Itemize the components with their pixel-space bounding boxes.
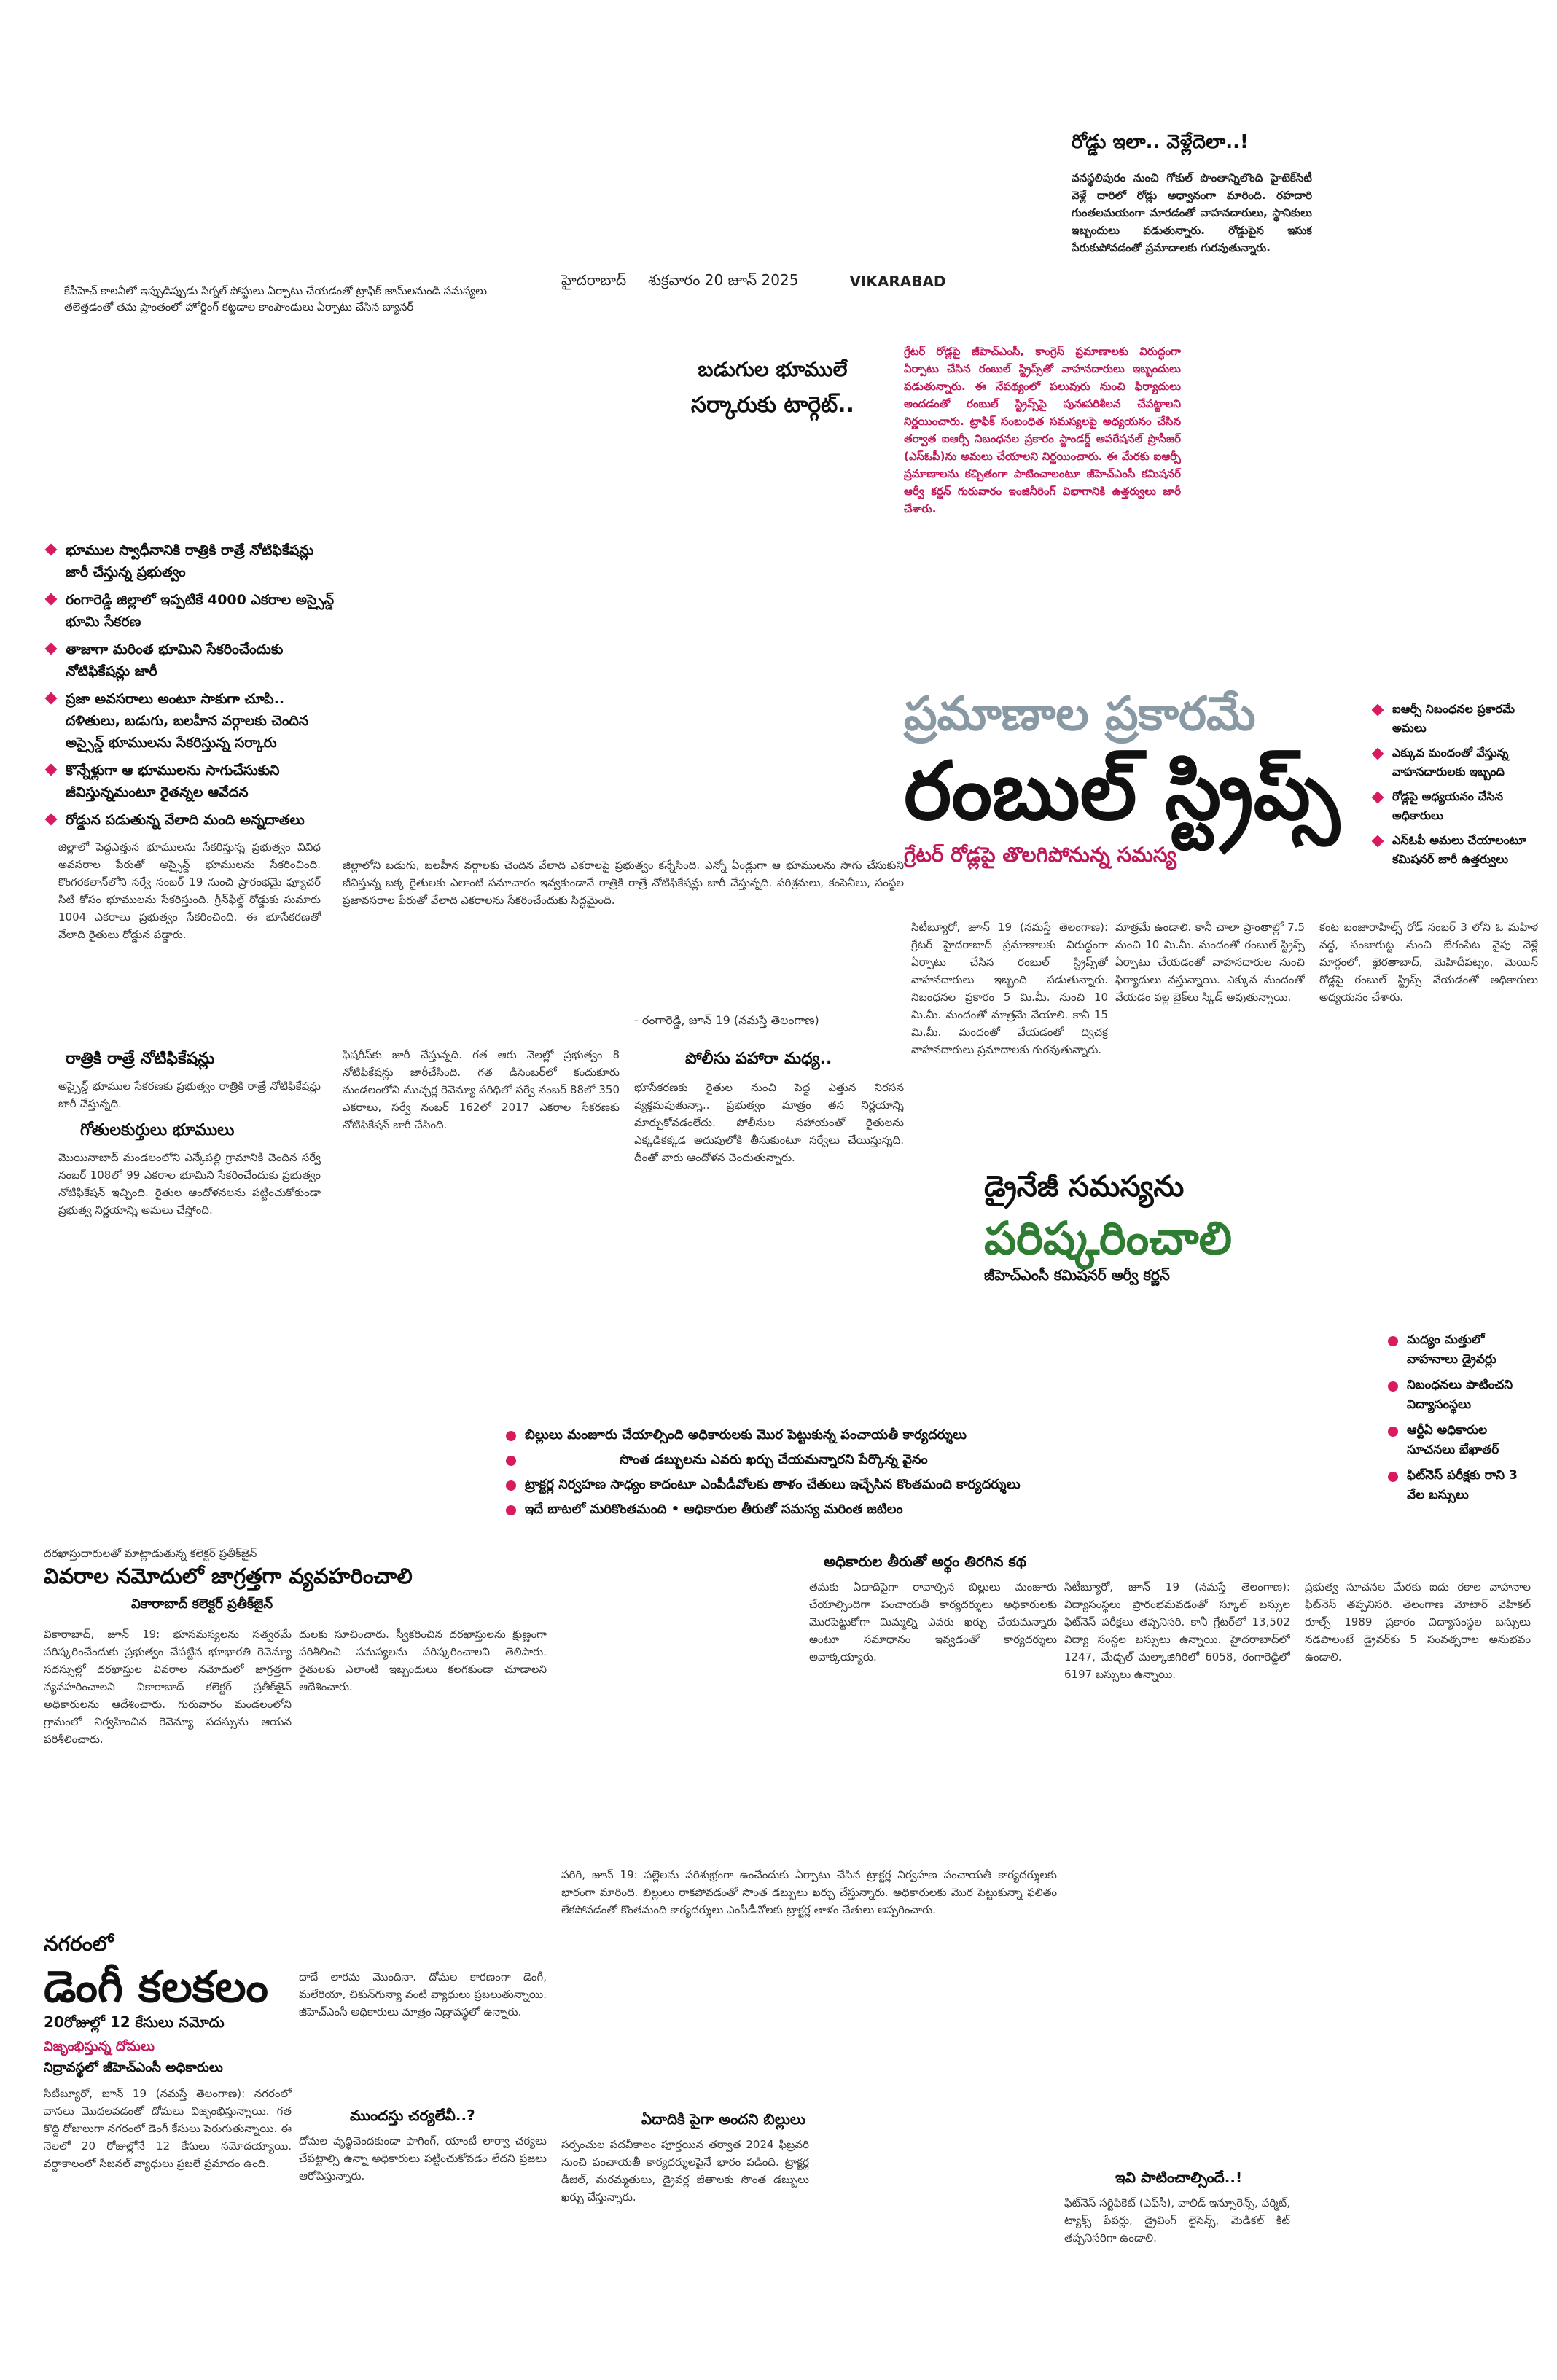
bus-col3: ఫిట్‌నెస్ సర్టిఫికెట్ (ఎఫ్‌సీ), వాలిడ్ ఇ… <box>1064 2196 1290 2244</box>
drunk-bullet: నిబంధనలు పాటించని విద్యాసంస్థలు <box>1385 1376 1531 1415</box>
header-district: VIKARABAD <box>849 273 946 290</box>
rumble-kicker: ప్రమాణాల ప్రకారమే <box>904 687 1256 741</box>
rumble-deck: గ్రేటర్ రోడ్లపై తొలగిపోనున్న సమస్య <box>904 843 1177 867</box>
land-bullet: ప్రజా అవసరాలు అంటూ సాకుగా చూపి.. దళితులు… <box>44 688 335 754</box>
pay-bullet: ట్రాక్టర్ల నిర్వహణ సాధ్యం కాదంటూ ఎంపీడీవ… <box>503 1475 1378 1495</box>
header-date: శుక్రవారం 20 జూన్ 2025 <box>648 270 799 289</box>
dengue-block: నగరంలో డెంగీ కలకలం 20రోజుల్లో 12 కేసులు … <box>44 1932 292 2078</box>
collector-headline: వివరాల నమోదులో జాగ్రత్తగా వ్యవహరించాలి <box>44 1564 413 1588</box>
drunk-bullets: మద్యం మత్తులో వాహనాలు డ్రైవర్లు నిబంధనలు… <box>1385 1330 1531 1511</box>
land-bullet: తాజాగా మరింత భూమిని సేకరించేందుకు నోటిఫి… <box>44 639 335 682</box>
drain-deck: జీహెచ్ఎంసీ కమిషనర్ ఆర్వీ కర్ణన్ <box>984 1266 1170 1284</box>
pay-bullet: ఇదే బాటలో మరికొంతమంది • అధికారుల తీరుతో … <box>503 1499 1378 1520</box>
top-caption-line1: కేపీహెచ్ కాలనీలో ఇప్పుడిప్పుడు సిగ్నల్ ప… <box>64 284 488 297</box>
roads-box: రోడ్డు ఇలా.. వెళ్లేదెలా..! వనస్థలిపురం న… <box>1072 131 1312 328</box>
police-head: పోలీసు పహారా మధ్య.. <box>685 1050 832 1068</box>
village-story-head: అధికారుల తీరుతో అర్థం తిరగిన కథ <box>824 1553 1026 1570</box>
land-bullet: భూముల స్వాధీనానికి రాత్రికి రాత్రే నోటిఫ… <box>44 539 335 583</box>
drunk-bullet: ఆర్టీఏ అధికారుల సూచనలు బేఖాతర్ <box>1385 1421 1531 1460</box>
collector-deck: వికారాబాద్ కలెక్టర్ ప్రతీక్‌జైన్ <box>131 1596 273 1612</box>
land-bullet: రంగారెడ్డి జిల్లాలో ఇప్పటికే 4000 ఎకరాల … <box>44 589 335 633</box>
land-bullet: కొన్నేళ్లుగా ఆ భూములను సాగుచేసుకుని జీవి… <box>44 760 335 803</box>
bus-col1: సిటీబ్యూరో, జూన్ 19 (నమస్తే తెలంగాణ): వి… <box>1064 1580 1290 1681</box>
drain-headline: పరిష్కరించాలి <box>984 1212 1233 1265</box>
land-headline: సర్కారుకు టార్గెట్.. <box>691 392 854 418</box>
village-sub: ఏదాదికి పైగా అందని బిల్లులు <box>641 2110 806 2128</box>
rumble-col1: సిటీబ్యూరో, జూన్ 19 (నమస్తే తెలంగాణ): గ్… <box>911 921 1108 1056</box>
top-caption-line2: తలెత్తడంతో తమ ప్రాంతంలో హోర్డింగ్ కట్టడా… <box>64 300 414 313</box>
land-bullet: రోడ్డున పడుతున్న వేలాది మంది అన్నదాతలు <box>44 809 335 831</box>
drunk-bullet: మద్యం మత్తులో వాహనాలు డ్రైవర్లు <box>1385 1330 1531 1370</box>
village-col2: సర్పంచుల పదవీకాలం పూర్తయిన తర్వాత 2024 ఫ… <box>561 2138 809 2204</box>
village-col3: తమకు ఏదాదిపైగా రావాల్సిన బిల్లులు మంజూరు… <box>809 1580 1057 1663</box>
dengue-headline: డెంగీ కలకలం <box>44 1962 268 2013</box>
roads-box-title: రోడ్డు ఇలా.. వెళ్లేదెలా..! <box>1072 131 1249 153</box>
collector-col1: వికారాబాద్, జూన్ 19: భూసమస్యలను సత్వరమే … <box>44 1628 292 1746</box>
rumble-col2: మాత్రమే ఉండాలి. కానీ చాలా ప్రాంతాల్లో 7.… <box>1115 921 1305 1004</box>
roads-box-body: వనస్థలిపురం నుంచి గోకుల్ పొంతాన్నిలొంది … <box>1072 171 1312 254</box>
dengue-col2: దాదే లారమ మొందినా. దోమల కారణంగా డెంగీ, మ… <box>299 1970 547 2018</box>
pay-bullets: బిల్లులు మంజూరు చేయాల్సింది అధికారులకు మ… <box>503 1425 1378 1526</box>
rumble-headline: రంబుల్ స్ట్రిప్స్ <box>904 744 1340 838</box>
drunk-bullet: ఫిట్‌నెస్ పరీక్షకు రాని 3 వేల బస్సులు <box>1385 1466 1531 1505</box>
land-sub2: గోతులకుర్తులు భూములు <box>80 1121 235 1139</box>
dengue-kicker: నగరంలో <box>44 1932 114 1956</box>
pay-bullet: బిల్లులు మంజూరు చేయాల్సింది అధికారులకు మ… <box>503 1425 1378 1445</box>
land-col3: భూసేకరణకు రైతుల నుంచి పెద్ద ఎత్తున నిరసన… <box>634 1081 904 1164</box>
land-byline: - రంగారెడ్డి, జూన్ 19 (నమస్తే తెలంగాణ) <box>634 1013 819 1027</box>
dengue-sub: విజృంభిస్తున్న దోమలు <box>44 2039 155 2054</box>
rumble-info: గ్రేటర్ రోడ్లపై జీహెచ్ఎంసీ, కాంగ్రెస్ ప్… <box>904 345 1181 515</box>
dengue-sub3: ముందస్తు చర్యలేవీ..? <box>350 2107 475 2124</box>
collector-kicker: దరఖాస్తుదారులతో మాట్లాడుతున్న కలెక్టర్ ప… <box>44 1547 257 1560</box>
land-col2: జిల్లాలోని బడుగు, బలహీన వర్గాలకు చెందిన … <box>343 859 904 907</box>
bus-col2: ప్రభుత్వ సూచనల మేరకు ఐదు రకాల వాహనాల ఫిట… <box>1305 1580 1531 1663</box>
rumble-bullet: ఎక్కువ మందంతో వేస్తున్న వాహనదారులకు ఇబ్బ… <box>1370 744 1531 781</box>
top-photo-caption: కేపీహెచ్ కాలనీలో ఇప్పుడిప్పుడు సిగ్నల్ ప… <box>64 283 523 315</box>
rumble-bullet: రోడ్లపై అధ్యయనం చేసిన అధికారులు <box>1370 787 1531 825</box>
dengue-deck: 20రోజుల్లో 12 కేసులు నమోదు <box>44 2013 225 2031</box>
rumble-bullet: ఐఆర్సీ నిబంధనల ప్రకారమే అమలు <box>1370 700 1531 738</box>
land-col1b: అస్సైన్డ్ భూముల సేకరణకు ప్రభుత్వం రాత్రి… <box>58 1080 321 1110</box>
page-header: హైదరాబాద్ శుక్రవారం 20 జూన్ 2025 VIKARAB… <box>561 267 1064 296</box>
header-city: హైదరాబాద్ <box>561 270 627 289</box>
land-col2b: ఫిషరీస్‌కు జారీ చేస్తున్నది. గత ఆరు నెలల… <box>343 1048 620 1131</box>
village-intro: పరిగి, జూన్ 19: పల్లెలను పరిశుభ్రంగా ఉంచ… <box>561 1868 1057 1916</box>
land-sub1: రాత్రికి రాత్రే నోటిఫికేషన్లు <box>66 1050 215 1068</box>
land-col1: జిల్లాలో పెద్దఎత్తున భూములను సేకరిస్తున్… <box>58 840 321 941</box>
rumble-bullet: ఎస్ఓపీ అమలు చేయాలంటూ కమిషనర్ జారీ ఉత్తర్… <box>1370 831 1531 869</box>
pay-bullet: సొంత డబ్బులను ఎవరు ఖర్చు చేయమన్నారని పేర… <box>503 1450 1378 1470</box>
collector-col2: దులకు సూచించారు. స్వీకరించిన దరఖాస్తులను… <box>299 1628 547 1693</box>
drain-block: డ్రైనేజీ సమస్యను పరిష్కరించాలి జీహెచ్ఎంస… <box>984 1170 1319 1287</box>
dengue-col2b: దోమల వృద్ధిచెందకుండా ఫాగింగ్, యాంటీ లార్… <box>299 2134 547 2182</box>
land-kicker: బడుగుల భూములే <box>698 357 848 381</box>
rumble-headline-block: ప్రమాణాల ప్రకారమే రంబుల్ స్ట్రిప్స్ గ్రే… <box>904 685 1370 872</box>
land-headline-block: బడుగుల భూములే సర్కారుకు టార్గెట్.. <box>641 357 904 423</box>
bus-sub: ఇవి పాటించాల్సిందే..! <box>1115 2169 1243 2186</box>
rumble-col3: కంట బంజారాహిల్స్ రోడ్ నంబర్ 3 లోని ఓ మహి… <box>1319 921 1538 1004</box>
dengue-sub2: నిద్రావస్థలో జీహెచ్ఎంసీ అధికారులు <box>44 2060 223 2075</box>
drain-kicker: డ్రైనేజీ సమస్యను <box>984 1170 1185 1203</box>
rumble-bullets: ఐఆర్సీ నిబంధనల ప్రకారమే అమలు ఎక్కువ మందం… <box>1370 700 1531 875</box>
dengue-col1: సిటీబ్యూరో, జూన్ 19 (నమస్తే తెలంగాణ): నగ… <box>44 2087 292 2170</box>
land-col1c: మొయినాబాద్ మండలంలోని ఎన్కేపల్లి గ్రామాని… <box>58 1151 321 1217</box>
land-bullets: భూముల స్వాధీనానికి రాత్రికి రాత్రే నోటిఫ… <box>44 539 335 837</box>
